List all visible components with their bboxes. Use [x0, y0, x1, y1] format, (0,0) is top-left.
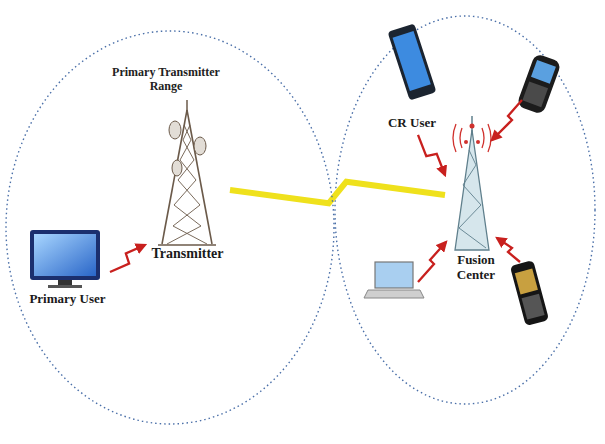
- dish-antenna: [194, 137, 206, 155]
- cr-user: CR User: [378, 20, 446, 135]
- laptop-base: [364, 290, 424, 298]
- device-label: CR User: [378, 116, 446, 131]
- phone-body: [516, 53, 561, 115]
- tower-brace: [173, 125, 207, 244]
- phone-screen: [515, 269, 538, 295]
- transmitter: Transmitter: [145, 100, 230, 266]
- tower-leg: [162, 110, 187, 244]
- transmitter-tower: [158, 100, 216, 245]
- fusion-tower: [453, 116, 491, 250]
- range-ellipse: Primary Transmitter RangePrimary User Tra…: [5, 30, 335, 425]
- uplink-arrow: [418, 242, 446, 282]
- tv-stand: [58, 280, 72, 285]
- primary-user: Primary User: [25, 226, 110, 311]
- mobile-phone: [516, 53, 561, 115]
- phone-body: [388, 23, 437, 100]
- beacon: [476, 140, 480, 144]
- uplink-arrow: [497, 238, 520, 262]
- tower-body: [455, 130, 489, 250]
- tower-base: [158, 244, 216, 245]
- device-label: Fusion Center: [445, 253, 507, 283]
- smartphone: [388, 23, 437, 100]
- phone-screen: [531, 60, 556, 84]
- region-label: Primary Transmitter Range: [110, 66, 222, 94]
- device-label: Primary User: [25, 292, 110, 307]
- beacon: [470, 124, 475, 129]
- dish-antenna: [172, 160, 182, 176]
- signal-arrow: [110, 245, 145, 272]
- phone-screen: [393, 31, 431, 91]
- mobile-phone: [510, 260, 549, 326]
- phone-keypad: [522, 294, 545, 320]
- phone-body: [510, 260, 549, 326]
- dish-antenna: [169, 121, 181, 139]
- signal-arrow: [418, 135, 445, 175]
- tv-screen: [34, 234, 96, 276]
- radio-waves: [453, 124, 491, 152]
- uplink-arrow: [492, 100, 522, 140]
- network-range: [335, 16, 595, 404]
- device-label: Transmitter: [145, 246, 230, 262]
- tv-frame: [30, 230, 100, 280]
- laptop-screen: [375, 262, 413, 288]
- tower-leg: [187, 110, 212, 244]
- tower-brace: [459, 150, 486, 248]
- beacon: [464, 140, 468, 144]
- tv-base: [48, 285, 82, 288]
- fusion-center: Fusion Center: [445, 145, 507, 287]
- phone-keypad: [522, 82, 548, 108]
- range-outline: [6, 31, 334, 424]
- wireless-link: [230, 182, 445, 204]
